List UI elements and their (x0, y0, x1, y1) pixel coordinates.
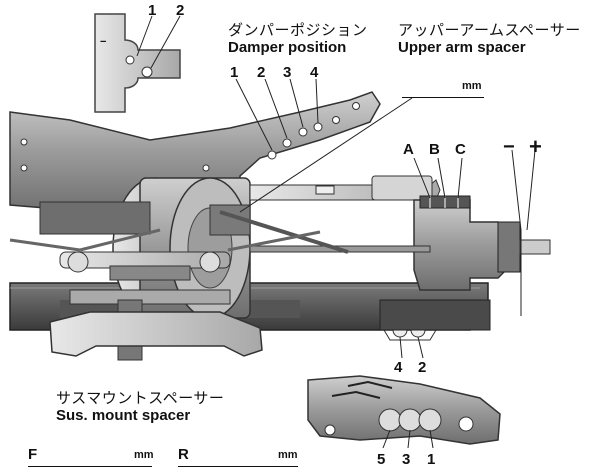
front-links (9, 228, 321, 361)
spacer-letter-a: A (403, 141, 414, 158)
sus-mount-spacer-en: Sus. mount spacer (56, 407, 191, 424)
spacer-plus: + (529, 134, 542, 159)
damper-pos-2: 2 (257, 64, 266, 81)
inset-hole-2: 2 (176, 2, 185, 19)
front-measure-line (28, 466, 152, 467)
rear-measure-unit: mm (278, 449, 298, 461)
upper-arm (249, 175, 441, 201)
sus-mount-hole-4: 4 (394, 359, 403, 376)
sus-mount-inset (307, 375, 501, 449)
damper-pos-3: 3 (283, 64, 292, 81)
front-measure-unit: mm (134, 449, 154, 461)
rear-measure-label: R (178, 446, 189, 463)
sus-mount-hole-2: 2 (418, 359, 427, 376)
hub-carrier (413, 195, 551, 291)
damper-position-en: Damper position (228, 39, 347, 56)
inset-hole-1: 1 (148, 2, 157, 19)
rear-arm (379, 299, 491, 331)
sus-mount-inset-hole-3: 3 (402, 451, 411, 468)
upper-arm-spacer-jp: アッパーアームスペーサー (398, 21, 581, 39)
sus-mount-inset-hole-5: 5 (377, 451, 386, 468)
sus-mount-spacer-jp: サスマウントスペーサー (56, 389, 225, 407)
spacer-minus: − (503, 136, 515, 158)
damper-mm-unit: mm (462, 80, 482, 92)
shock-tower-plate (9, 91, 381, 215)
inset-minus-label: − (100, 36, 107, 48)
damper-pos-4: 4 (310, 64, 319, 81)
spacer-letter-b: B (429, 141, 440, 158)
damper-mm-line (402, 97, 484, 98)
spacer-letter-c: C (455, 141, 466, 158)
sus-mount-inset-hole-1: 1 (427, 451, 436, 468)
front-measure-label: F (28, 446, 38, 463)
shock-tower-inset (94, 13, 181, 113)
damper-pos-1: 1 (230, 64, 239, 81)
damper-position-jp: ダンパーポジション (228, 21, 368, 39)
upper-arm-spacer-en: Upper arm spacer (398, 39, 526, 56)
rear-measure-line (178, 466, 298, 467)
